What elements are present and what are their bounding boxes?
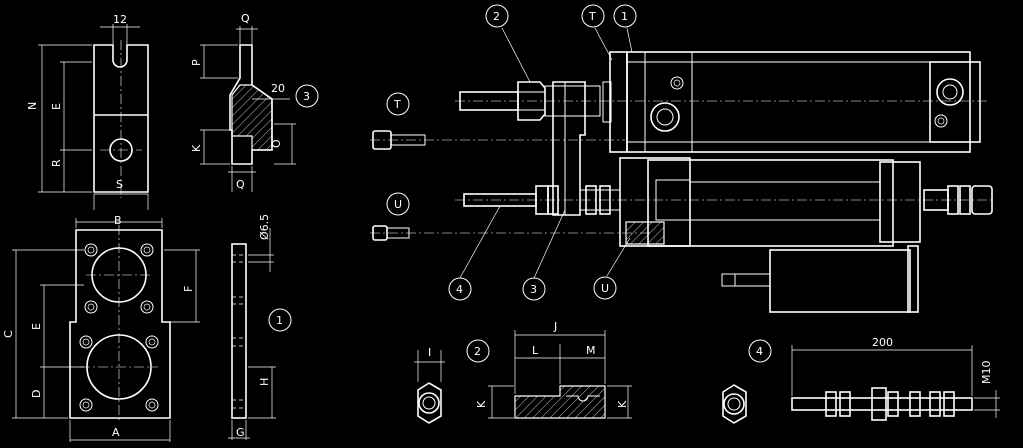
svg-text:U: U <box>394 198 402 211</box>
dim-k-left: K <box>190 144 203 152</box>
dim-n: N <box>26 102 39 110</box>
dim-s: S <box>116 178 123 191</box>
callout-2-detail: 2 <box>466 339 490 363</box>
svg-text:4: 4 <box>456 283 463 296</box>
dim-c: C <box>2 330 15 338</box>
dim-a: A <box>112 426 120 439</box>
svg-text:T: T <box>588 10 596 23</box>
callout-2-top: 2 <box>485 4 509 28</box>
svg-text:2: 2 <box>474 345 481 358</box>
callout-u-bottom: U <box>593 276 617 300</box>
dim-g: G <box>236 426 245 439</box>
callout-4-bottom: 4 <box>448 277 472 301</box>
plate-holes <box>79 243 159 412</box>
callout-1-plate: 1 <box>268 308 292 332</box>
detail-2-part <box>488 330 632 419</box>
plate-front-view <box>12 218 200 442</box>
svg-text:3: 3 <box>530 283 537 296</box>
svg-text:1: 1 <box>276 314 283 327</box>
dim-slot-width: 12 <box>113 13 127 26</box>
dim-angle-20: 20 <box>271 82 285 95</box>
dim-p: P <box>190 59 203 66</box>
dim-rod-length: 200 <box>872 336 893 349</box>
callout-t-left: T <box>386 92 410 116</box>
callout-t-top: T <box>581 4 605 28</box>
dim-j: J <box>553 320 557 333</box>
dim-q-bottom: Q <box>236 178 245 191</box>
detail-2-nut <box>414 350 445 424</box>
dim-q-top: Q <box>241 12 250 25</box>
svg-text:2: 2 <box>493 10 500 23</box>
callout-3-side: 3 <box>295 84 319 108</box>
plate-side-view <box>228 228 276 440</box>
callout-1-top: 1 <box>613 4 637 28</box>
dim-r: R <box>50 159 63 167</box>
svg-text:U: U <box>601 282 609 295</box>
dim-l: L <box>532 344 539 357</box>
dim-e-top: E <box>50 103 63 110</box>
dim-h: H <box>258 378 271 386</box>
svg-text:T: T <box>393 98 401 111</box>
dim-hole-dia: Ø6.5 <box>258 214 271 240</box>
leader-lines <box>459 27 633 279</box>
callout-3-bottom: 3 <box>522 277 546 301</box>
dim-k-nut: K <box>475 400 488 408</box>
dim-thread: M10 <box>980 361 993 385</box>
detail-4-rod <box>791 345 1000 421</box>
bracket-side-view <box>200 26 296 192</box>
dim-i: I <box>428 346 431 359</box>
dim-o: O <box>270 139 283 148</box>
svg-text:3: 3 <box>303 90 310 103</box>
dim-b: B <box>114 214 122 227</box>
svg-text:4: 4 <box>756 345 763 358</box>
detail-4-nut <box>722 384 747 424</box>
bracket-front-view <box>38 24 149 210</box>
svg-text:1: 1 <box>621 10 628 23</box>
cylinder-assembly <box>370 51 995 313</box>
callout-u-left: U <box>386 192 410 216</box>
dim-k-part: K <box>616 400 629 408</box>
dim-f: F <box>182 286 195 292</box>
dim-m: M <box>586 344 596 357</box>
callout-4-detail: 4 <box>748 339 772 363</box>
dim-d: D <box>30 390 43 398</box>
dim-e-bottom: E <box>30 323 43 330</box>
